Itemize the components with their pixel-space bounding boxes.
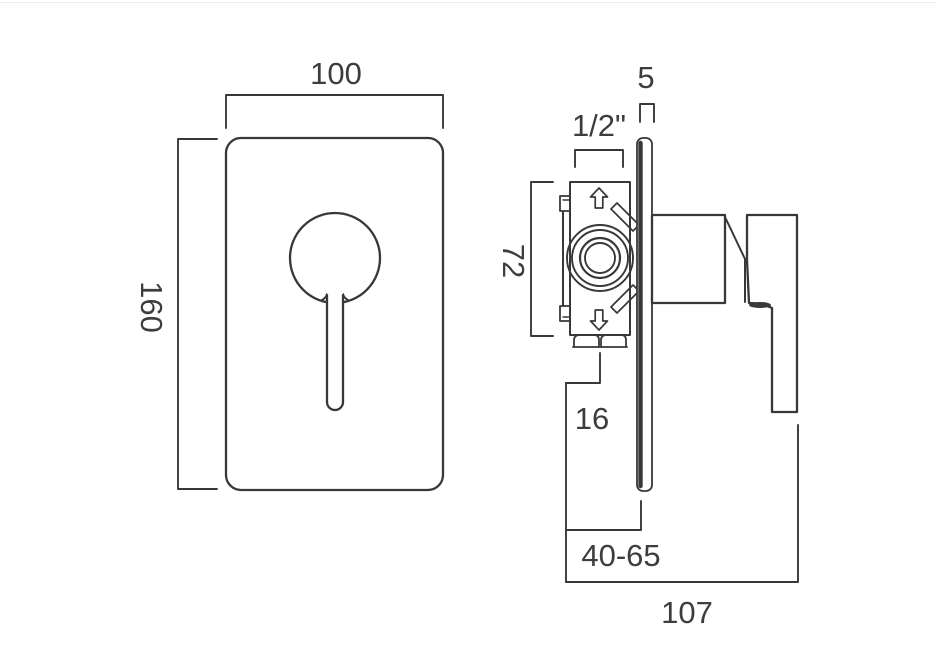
dimension-labels: 100 160 5 1/2" 72 16 40-65 107 — [134, 56, 713, 630]
handle-stem-front — [325, 293, 345, 412]
lever-root-shadow — [749, 302, 771, 308]
dim-valve-height — [530, 181, 554, 337]
wall-plate-front — [224, 136, 445, 492]
upper-fixing-lug — [610, 202, 640, 232]
handle-stem-mask — [327, 293, 343, 410]
outlet-nut-left — [573, 334, 600, 348]
dim-plate-height — [177, 138, 218, 490]
label-plate-height: 160 — [134, 281, 169, 333]
dim-install-depth — [565, 500, 642, 531]
label-install-depth: 40-65 — [581, 538, 660, 573]
front-view — [177, 94, 445, 492]
cartridge-outer-ring — [566, 224, 634, 292]
handle-knob-front — [288, 211, 382, 305]
dim-plate-width — [225, 94, 444, 129]
cartridge-inner-ring — [578, 236, 622, 280]
label-inlet-size: 1/2" — [572, 108, 626, 143]
outlet-nut-right — [600, 334, 627, 348]
dim-plate-thickness — [639, 103, 655, 123]
handle-neck-edge — [724, 216, 746, 303]
dim-bottom-outlet — [565, 352, 601, 384]
label-valve-height: 72 — [496, 244, 531, 278]
dim-inlet-size — [574, 149, 624, 168]
flow-up-arrow-icon — [589, 187, 609, 209]
label-bottom-outlet: 16 — [575, 401, 609, 436]
flow-down-arrow-icon — [589, 309, 609, 331]
lower-fixing-lug — [610, 284, 640, 314]
label-overall-depth: 107 — [661, 595, 713, 630]
handle-lever-side — [745, 213, 799, 414]
handle-hub-side — [650, 213, 727, 305]
dim-overall-depth — [565, 424, 799, 583]
cartridge-core-circle — [584, 242, 616, 274]
side-view — [530, 103, 799, 583]
label-plate-width: 100 — [310, 56, 362, 91]
label-plate-thickness: 5 — [637, 60, 654, 95]
cartridge-mid-ring — [571, 229, 629, 287]
